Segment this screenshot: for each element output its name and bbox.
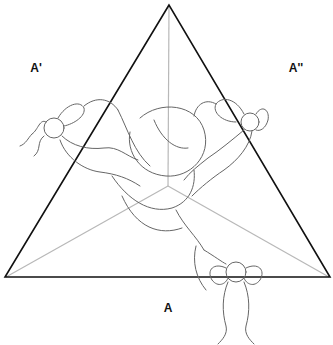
vertex-label: A'' [289,62,303,74]
median-line [6,186,168,277]
body-stroke [129,107,205,176]
vertex-label: A [164,302,173,314]
body-stroke [184,130,244,180]
arm-stroke [58,104,84,126]
median-lines [6,6,329,277]
body-stroke [244,282,254,344]
figure-head [241,113,259,131]
leg-stroke [118,110,150,166]
arm-stroke [154,120,188,148]
median-line [168,6,169,186]
arm-stroke [215,99,244,122]
arm-stroke [194,102,216,116]
leg-stroke [112,170,194,209]
figure-head [226,262,246,282]
arm-stroke [84,100,118,110]
body-stroke [62,136,138,160]
vertex-label: A' [30,62,42,74]
body-stroke [192,131,252,196]
hair-stroke [34,136,44,156]
hair-stroke [20,121,46,146]
triangle-outline [5,5,330,277]
figure-head [44,118,64,138]
arm-stroke [244,266,262,285]
leg-stroke [122,196,182,231]
body-stroke [218,282,228,344]
arm-stroke [210,266,228,285]
body-stroke [60,140,140,186]
figure-sketch [20,99,268,344]
median-line [168,186,329,277]
hair-stroke [256,109,268,131]
arm-stroke [204,250,226,264]
arm-stroke [194,246,206,290]
leg-stroke [176,210,204,250]
